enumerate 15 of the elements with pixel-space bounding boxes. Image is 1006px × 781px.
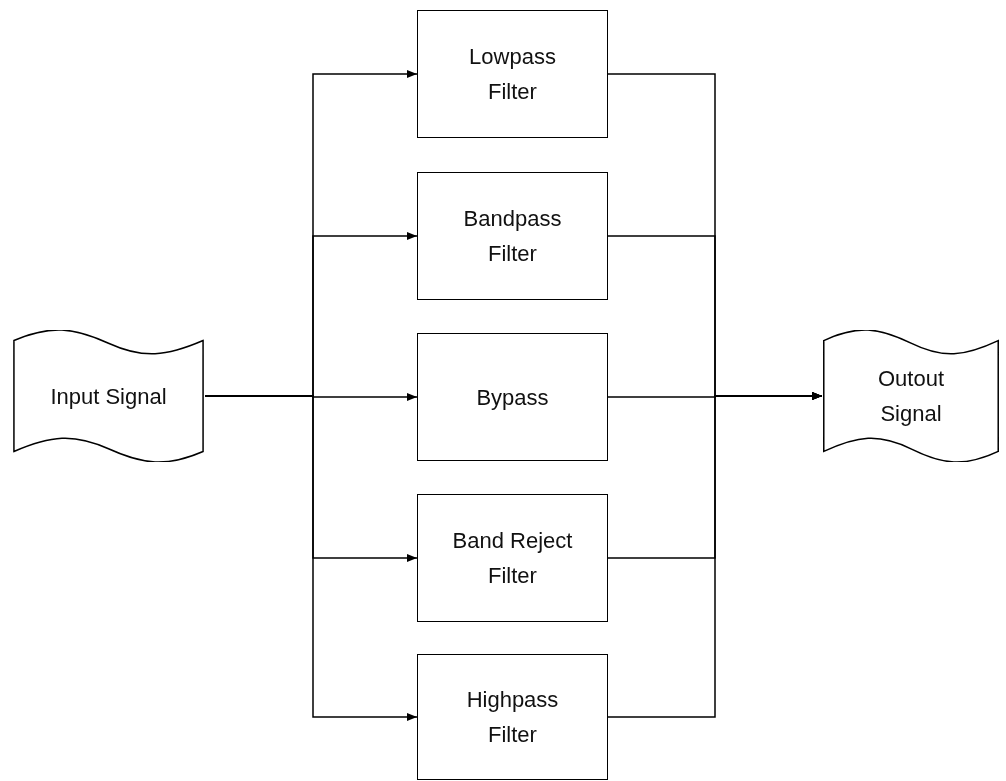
arrow bbox=[607, 392, 823, 718]
document-shape bbox=[12, 330, 205, 462]
document-shape bbox=[822, 330, 1000, 462]
node-label: Bypass bbox=[475, 383, 550, 412]
node-label: Input Signal bbox=[49, 382, 168, 411]
node-label: Lowpass Filter bbox=[468, 43, 557, 106]
process-box bbox=[417, 494, 608, 622]
process-box bbox=[417, 333, 608, 461]
node-label: Outout Signal bbox=[876, 365, 945, 428]
node-label: Band Reject Filter bbox=[451, 527, 574, 590]
process-box bbox=[417, 172, 608, 300]
node-label: Highpass Filter bbox=[465, 686, 560, 749]
process-box bbox=[417, 654, 608, 780]
node-label: Bandpass Filter bbox=[462, 205, 563, 268]
process-box bbox=[417, 10, 608, 138]
